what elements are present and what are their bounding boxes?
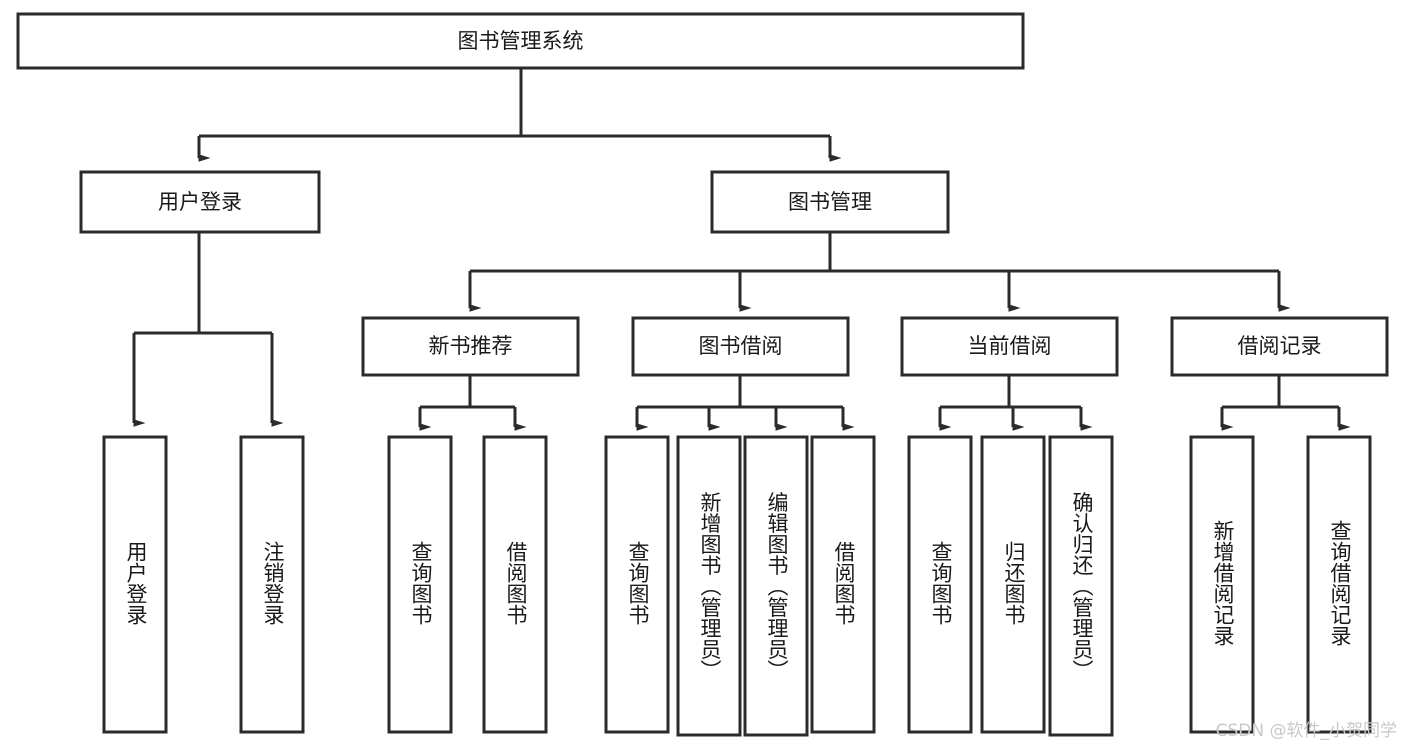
node-new-book-recommend-box bbox=[361, 316, 580, 377]
leaf-borrow-book-label: 借阅图书 bbox=[832, 541, 856, 625]
node-new-book-recommend[interactable]: 新书推荐 bbox=[361, 316, 580, 377]
csdn-watermark: CSDN @软件_小贺同学 bbox=[1215, 721, 1397, 741]
leaf-user-login-box bbox=[102, 435, 168, 734]
leaf-query-book-recommend-label: 查询图书 bbox=[409, 541, 433, 625]
leaf-query-book-recommend-box bbox=[387, 435, 453, 734]
node-book-borrow-label: 图书借阅 bbox=[699, 334, 783, 358]
leaf-return-book-box bbox=[980, 435, 1046, 734]
leaf-edit-book-admin[interactable]: 编辑图书（管理员） bbox=[743, 435, 809, 737]
node-user-login-box bbox=[79, 170, 321, 234]
leaf-user-login[interactable]: 用户登录 bbox=[102, 435, 168, 734]
node-book-manage-box bbox=[710, 170, 950, 234]
leaf-return-book[interactable]: 归还图书 bbox=[980, 435, 1046, 734]
leaf-query-borrow-record-label: 查询借阅记录 bbox=[1328, 520, 1352, 646]
leaf-add-book-admin-box bbox=[676, 435, 742, 737]
leaf-query-book-borrow-label: 查询图书 bbox=[626, 541, 650, 625]
node-borrow-record-box bbox=[1170, 316, 1389, 377]
leaf-query-book-current[interactable]: 查询图书 bbox=[907, 435, 973, 734]
leaf-borrow-book-recommend-label: 借阅图书 bbox=[504, 541, 528, 625]
leaf-edit-book-admin-box bbox=[743, 435, 809, 737]
leaf-borrow-book[interactable]: 借阅图书 bbox=[810, 435, 876, 734]
leaf-edit-book-admin-label: 编辑图书（管理员） bbox=[765, 492, 789, 681]
leaf-borrow-book-box bbox=[810, 435, 876, 734]
leaf-query-book-current-box bbox=[907, 435, 973, 734]
leaf-return-book-label: 归还图书 bbox=[1002, 541, 1026, 625]
node-current-borrow-label: 当前借阅 bbox=[968, 334, 1052, 358]
node-borrow-record[interactable]: 借阅记录 bbox=[1170, 316, 1389, 377]
leaf-logout-login-box bbox=[239, 435, 305, 734]
node-new-book-recommend-label: 新书推荐 bbox=[429, 334, 513, 358]
node-user-login[interactable]: 用户登录 bbox=[79, 170, 321, 234]
leaf-add-borrow-record[interactable]: 新增借阅记录 bbox=[1189, 435, 1255, 734]
leaf-query-borrow-record-box bbox=[1306, 435, 1372, 734]
node-book-borrow[interactable]: 图书借阅 bbox=[631, 316, 850, 377]
node-book-manage-label: 图书管理 bbox=[788, 190, 872, 214]
leaf-confirm-return-admin-label: 确认归还（管理员） bbox=[1070, 492, 1094, 681]
leaf-confirm-return-admin-box bbox=[1048, 435, 1114, 737]
leaf-borrow-book-recommend-box bbox=[482, 435, 548, 734]
node-book-manage[interactable]: 图书管理 bbox=[710, 170, 950, 234]
node-root-box bbox=[16, 12, 1025, 70]
leaf-add-borrow-record-box bbox=[1189, 435, 1255, 734]
leaf-query-book-recommend[interactable]: 查询图书 bbox=[387, 435, 453, 734]
node-user-login-label: 用户登录 bbox=[158, 190, 242, 214]
leaf-logout-login-label: 注销登录 bbox=[261, 541, 285, 625]
leaf-query-book-borrow[interactable]: 查询图书 bbox=[604, 435, 670, 734]
leaf-borrow-book-recommend[interactable]: 借阅图书 bbox=[482, 435, 548, 734]
leaf-add-book-admin[interactable]: 新增图书（管理员） bbox=[676, 435, 742, 737]
leaf-add-borrow-record-label: 新增借阅记录 bbox=[1211, 520, 1235, 646]
leaf-query-book-current-label: 查询图书 bbox=[929, 541, 953, 625]
node-current-borrow-box bbox=[900, 316, 1119, 377]
connector-group bbox=[132, 68, 1351, 431]
node-current-borrow[interactable]: 当前借阅 bbox=[900, 316, 1119, 377]
node-root-label: 图书管理系统 bbox=[458, 29, 584, 53]
leaf-logout-login[interactable]: 注销登录 bbox=[239, 435, 305, 734]
leaf-query-book-borrow-box bbox=[604, 435, 670, 734]
node-borrow-record-label: 借阅记录 bbox=[1238, 334, 1322, 358]
node-root[interactable]: 图书管理系统 bbox=[16, 12, 1025, 70]
leaf-add-book-admin-label: 新增图书（管理员） bbox=[698, 492, 722, 681]
leaf-query-borrow-record[interactable]: 查询借阅记录 bbox=[1306, 435, 1372, 734]
node-book-borrow-box bbox=[631, 316, 850, 377]
leaf-user-login-label: 用户登录 bbox=[124, 541, 148, 625]
leaf-confirm-return-admin[interactable]: 确认归还（管理员） bbox=[1048, 435, 1114, 737]
